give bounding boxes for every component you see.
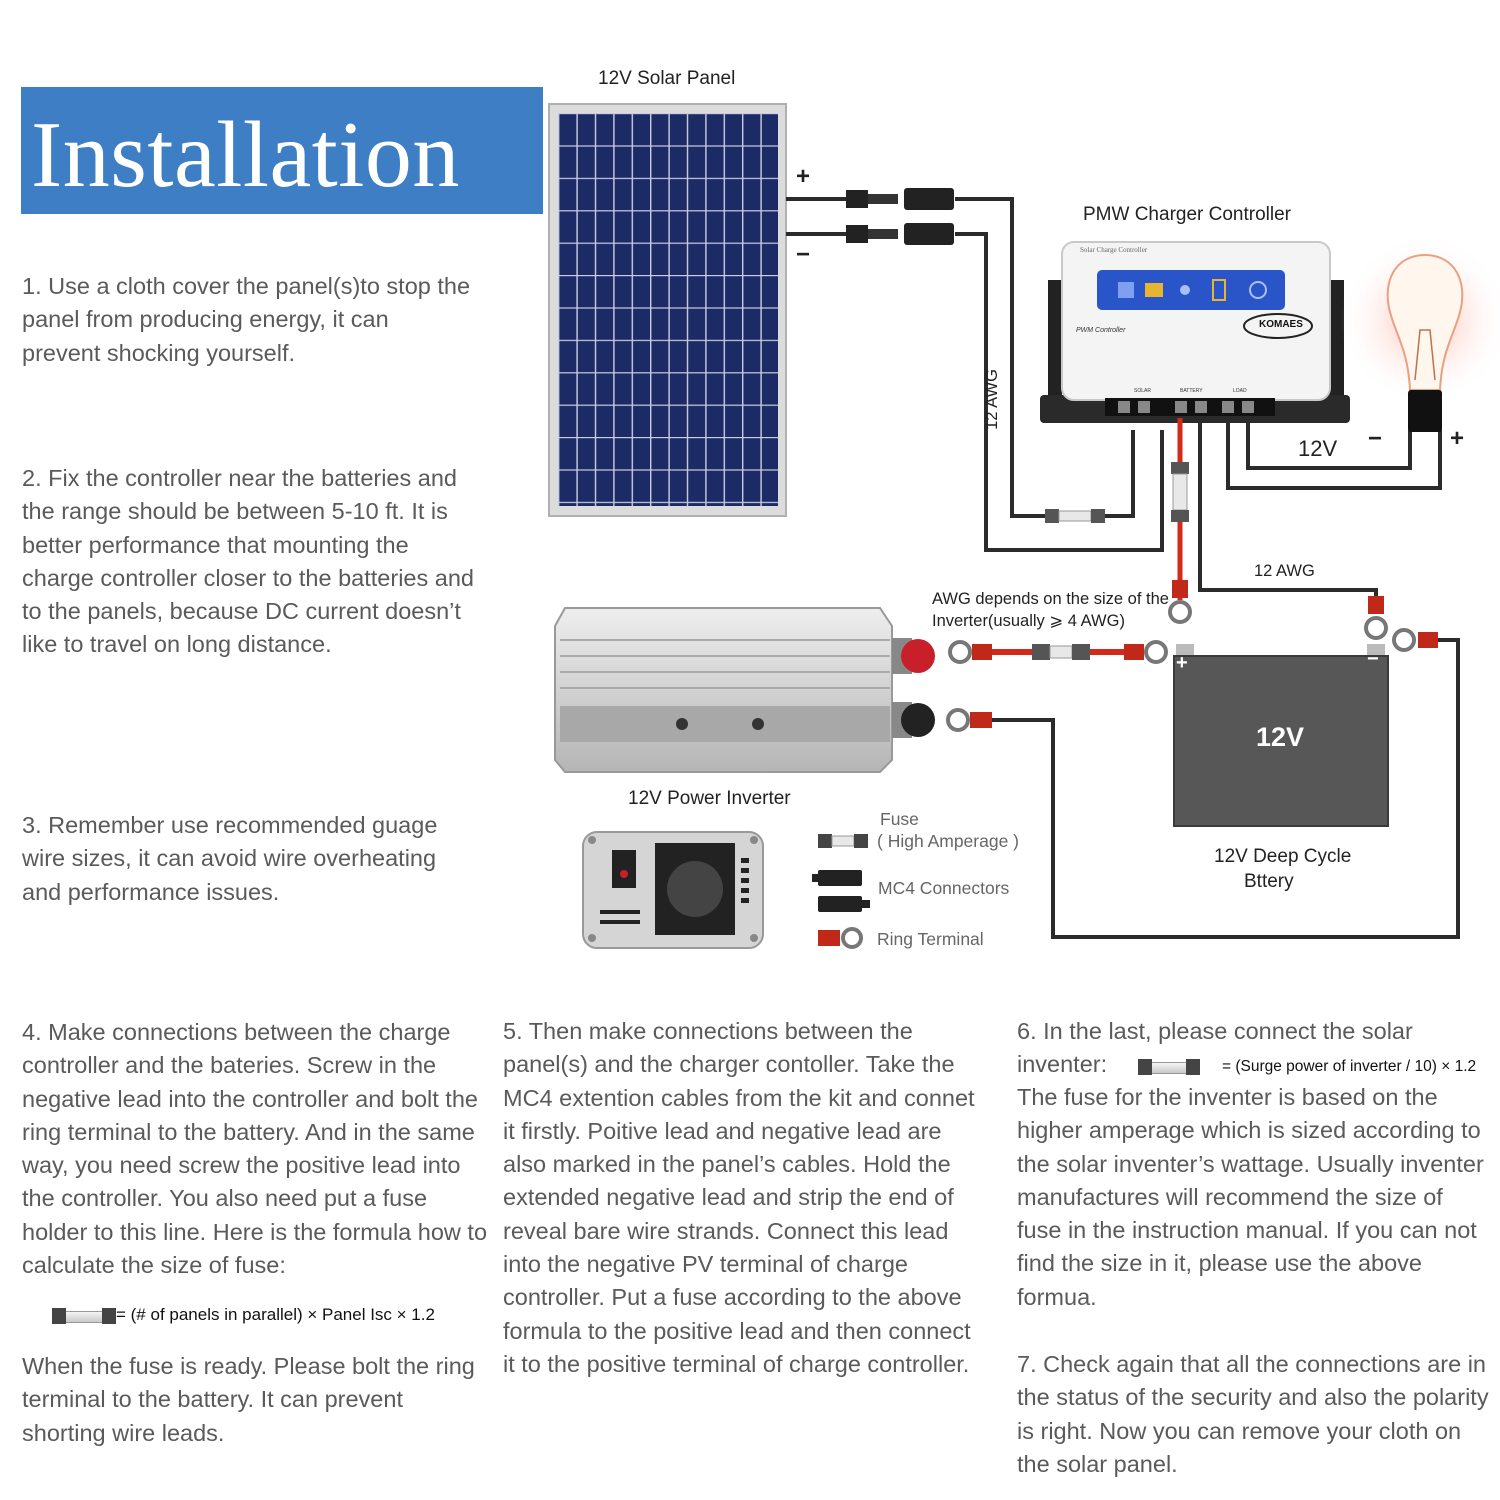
power-inverter bbox=[554, 607, 935, 773]
fuse-icon bbox=[52, 1308, 116, 1324]
legend-fuse-sublabel: ( High Amperage ) bbox=[877, 831, 1020, 851]
battery-negative-wire bbox=[1198, 418, 1378, 600]
legend-mc4-icon bbox=[812, 870, 870, 912]
inverter-label: 12V Power Inverter bbox=[628, 788, 791, 809]
legend-fuse-icon bbox=[818, 834, 868, 848]
battery-positive-sign: + bbox=[1176, 652, 1188, 674]
ring-terminal bbox=[1368, 596, 1384, 614]
mc4-connectors bbox=[846, 188, 954, 245]
battery-voltage-text: 12V bbox=[1256, 722, 1305, 752]
controller-label: PMW Charger Controller bbox=[1083, 204, 1291, 225]
title-banner: Installation bbox=[21, 87, 543, 214]
inverter-front-panel bbox=[582, 831, 764, 949]
light-bulb-icon bbox=[1340, 235, 1500, 432]
step-1-text: 1. Use a cloth cover the panel(s)to stop… bbox=[22, 273, 471, 366]
controller-header-text: Solar Charge Controller bbox=[1080, 246, 1148, 254]
battery-label-line2: Bttery bbox=[1244, 871, 1294, 892]
panel-negative-sign: − bbox=[796, 241, 811, 268]
step-4-after-text: When the fuse is ready. Please bolt the … bbox=[22, 1353, 475, 1446]
panel-positive-sign: + bbox=[796, 163, 811, 190]
ring-terminal-eye bbox=[1364, 616, 1388, 640]
panel-wires bbox=[786, 197, 1164, 552]
controller-brand: KOMAES bbox=[1259, 319, 1303, 330]
fuse-formula-panels: = (# of panels in parallel) × Panel Isc … bbox=[116, 1305, 435, 1324]
page-title: Installation bbox=[31, 103, 460, 207]
battery-label-line1: 12V Deep Cycle bbox=[1214, 846, 1352, 867]
awg-note-line2: Inverter(usually ⩾ 4 AWG) bbox=[932, 612, 1125, 630]
load-positive-sign: + bbox=[1450, 425, 1465, 452]
legend-mc4-label: MC4 Connectors bbox=[878, 878, 1010, 898]
charge-controller bbox=[1040, 241, 1350, 423]
step-4-text: 4. Make connections between the charge c… bbox=[22, 1019, 488, 1279]
load-wires bbox=[1226, 418, 1442, 490]
awg-note-line1: AWG depends on the size of the bbox=[932, 590, 1169, 608]
legend-ring-terminal-icon bbox=[818, 927, 863, 949]
fuse-formula-inverter: = (Surge power of inverter / 10) × 1.2 bbox=[1222, 1058, 1477, 1075]
legend-ring-label: Ring Terminal bbox=[877, 929, 984, 949]
controller-footer-text: PWM Controller bbox=[1076, 327, 1126, 334]
terminal-label-battery: BATTERY bbox=[1180, 388, 1203, 394]
solar-panel-label: 12V Solar Panel bbox=[598, 68, 736, 89]
solar-panel bbox=[548, 103, 787, 517]
inverter-negative-cable bbox=[946, 628, 1460, 939]
step-5-text: 5. Then make connections between the pan… bbox=[503, 1018, 975, 1377]
step-3-text: 3. Remember use recommended guage wire s… bbox=[22, 812, 438, 905]
load-voltage-label: 12V bbox=[1298, 436, 1338, 461]
solar-fuse bbox=[1045, 509, 1105, 523]
fuse-icon bbox=[1138, 1059, 1200, 1075]
legend-fuse-label: Fuse bbox=[880, 809, 919, 829]
battery-positive-wire bbox=[1168, 418, 1192, 624]
step-7-text: 7. Check again that all the connections … bbox=[1017, 1351, 1489, 1477]
load-negative-sign: − bbox=[1368, 425, 1383, 452]
inverter-positive-cable bbox=[948, 640, 1168, 664]
terminal-label-load: LOAD bbox=[1233, 388, 1247, 394]
awg-vertical-label: 12 AWG bbox=[982, 369, 1001, 430]
step-6-body: The fuse for the inventer is based on th… bbox=[1017, 1084, 1484, 1310]
step-2-text: 2. Fix the controller near the batteries… bbox=[22, 465, 474, 658]
step-6-prefix: 6. In the last, please connect the solar… bbox=[1017, 1018, 1413, 1078]
awg-right-label: 12 AWG bbox=[1254, 562, 1315, 580]
battery-negative-sign: − bbox=[1367, 648, 1379, 670]
terminal-label-solar: SOLAR bbox=[1134, 388, 1151, 394]
battery bbox=[1173, 644, 1389, 827]
